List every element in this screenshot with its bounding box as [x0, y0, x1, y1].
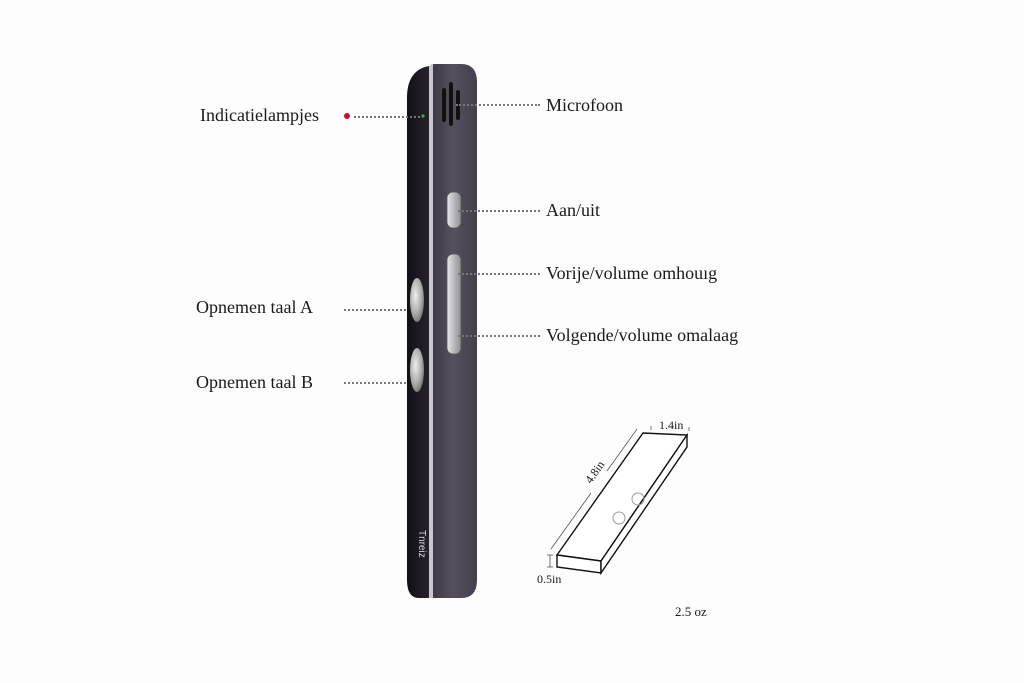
- label-power-button: Aan/uit: [546, 200, 600, 220]
- leader-line-next-volume-down: [458, 335, 540, 337]
- dimension-width: 1.4in: [659, 418, 684, 432]
- weight-label: 2.5 oz: [675, 604, 707, 619]
- leader-line-power: [458, 210, 540, 212]
- label-next-volume-down: Volgende/volume omalaag: [546, 325, 739, 345]
- label-indicator-lights: Indicatielampjes: [200, 105, 319, 125]
- label-record-language-a: Opnemen taal A: [196, 297, 313, 317]
- indicator-dot-icon: [344, 113, 350, 119]
- translator-device: Tnreiz: [407, 64, 477, 598]
- label-prev-volume-up: Vorije/volume omhouıg: [546, 263, 718, 283]
- dimension-thickness: 0.5in: [537, 572, 562, 586]
- dimension-diagram: [547, 426, 690, 576]
- label-microphone: Microfoon: [546, 95, 623, 115]
- leader-line-microphone: [456, 104, 540, 106]
- leader-line-record-b: [344, 382, 406, 384]
- leader-line-prev-volume-up: [458, 273, 540, 275]
- leader-line-indicator: [354, 116, 420, 118]
- label-record-language-b: Opnemen taal B: [196, 372, 313, 392]
- brand-mark: Tnreiz: [416, 530, 427, 558]
- leader-line-record-a: [344, 309, 406, 311]
